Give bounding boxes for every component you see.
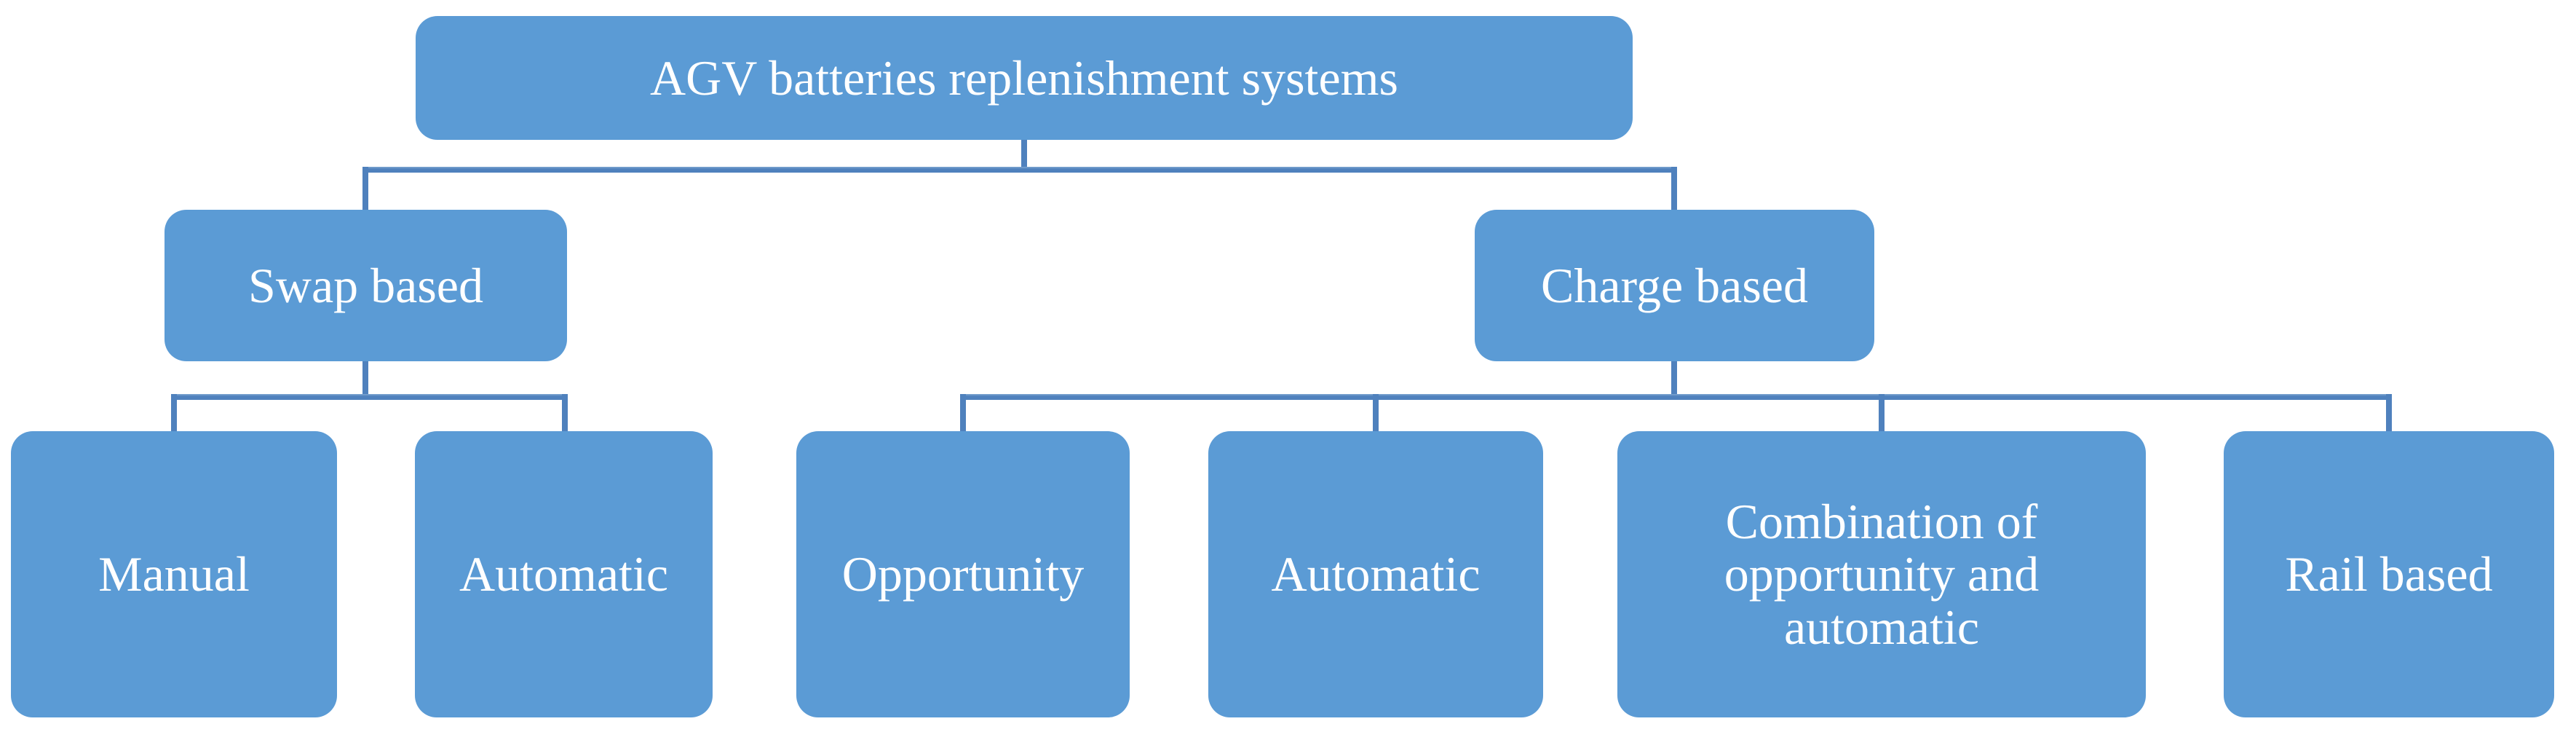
connector-swap-based-stub [362, 167, 368, 210]
connector-swap-based-bottom-stub [362, 361, 368, 400]
node-swap-automatic: Automatic [415, 431, 713, 717]
node-combination-of-opportunity-and-automatic: Combination of opportunity and automatic [1617, 431, 2146, 717]
node-label: AGV batteries replenishment systems [649, 50, 1398, 106]
connector-charge-children-horizontal [960, 394, 2392, 400]
node-label: Swap based [248, 257, 483, 313]
node-charge-automatic: Automatic [1208, 431, 1543, 717]
node-agv-batteries-replenishment-systems: AGV batteries replenishment systems [416, 16, 1633, 140]
connector-opportunity-stub [960, 394, 966, 431]
connector-charge-based-stub [1671, 167, 1677, 210]
connector-root-stub [1021, 140, 1027, 173]
connector-charge-based-bottom-stub [1671, 361, 1677, 400]
connector-charge-automatic-stub [1373, 394, 1379, 431]
node-label: Manual [98, 546, 250, 602]
connector-rail-based-stub [2386, 394, 2392, 431]
node-label: Automatic [1271, 546, 1481, 602]
node-label: Combination of opportunity and automatic [1724, 494, 2040, 655]
connector-level2-horizontal [362, 167, 1677, 173]
node-label: Opportunity [841, 546, 1085, 602]
node-label: Automatic [459, 546, 669, 602]
connector-swap-automatic-stub [562, 394, 568, 431]
node-rail-based: Rail based [2224, 431, 2554, 717]
node-label: Rail based [2285, 546, 2493, 602]
connector-combination-stub [1879, 394, 1885, 431]
node-charge-based: Charge based [1475, 210, 1874, 361]
node-manual: Manual [11, 431, 337, 717]
node-label: Charge based [1541, 257, 1808, 313]
node-opportunity: Opportunity [796, 431, 1130, 717]
node-swap-based: Swap based [165, 210, 567, 361]
connector-swap-children-horizontal [171, 394, 568, 400]
connector-manual-stub [171, 394, 177, 431]
